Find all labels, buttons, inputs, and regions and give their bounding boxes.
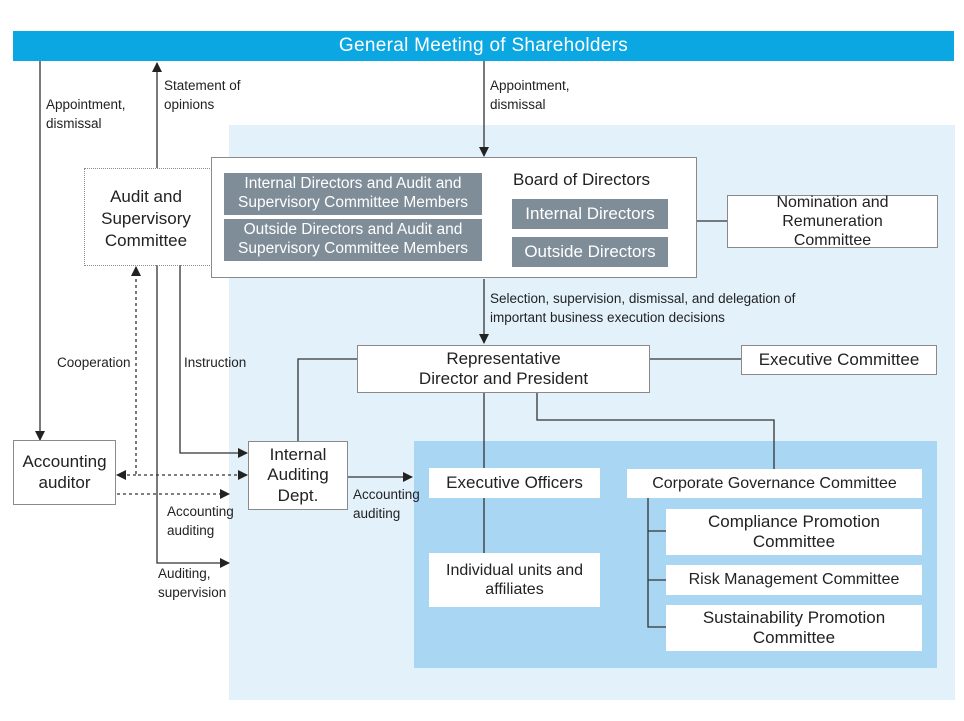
- accounting-auditor-box: Accounting auditor: [13, 440, 116, 505]
- statement-of-opinions-label: Statement of opinions: [164, 78, 241, 112]
- governance-committee-box: Corporate Governance Committee: [627, 469, 922, 498]
- internal-auditing-box: Internal Auditing Dept.: [248, 441, 348, 510]
- appointment-right-label: Appointment, dismissal: [490, 78, 570, 112]
- audit-committee-title: Audit and Supervisory Committee: [101, 187, 191, 251]
- outside-directors-audit-box: Outside Directors and Audit and Supervis…: [224, 219, 482, 261]
- cooperation-arrow: [131, 266, 248, 480]
- units-affiliates-box: Individual units and affiliates: [429, 553, 600, 607]
- board-title: Board of Directors: [513, 170, 650, 189]
- nomination-committee-box: Nomination and Remuneration Committee: [727, 194, 938, 249]
- appointment-left-label: Appointment, dismissal: [46, 97, 126, 131]
- cooperation-label: Cooperation: [57, 355, 131, 370]
- risk-committee-box: Risk Management Committee: [666, 565, 922, 595]
- auditing-supervision-label: Auditing, supervision: [158, 566, 227, 600]
- executive-committee-box: Executive Committee: [741, 345, 937, 375]
- accounting-auditing-label-1: Accounting auditing: [167, 504, 234, 538]
- selection-label: Selection, supervision, dismissal, and d…: [490, 291, 796, 325]
- internal-directors-audit-box: Internal Directors and Audit and Supervi…: [224, 173, 482, 215]
- executive-officers-box: Executive Officers: [429, 468, 600, 498]
- internal-directors-box: Internal Directors: [512, 199, 668, 229]
- compliance-committee-box: Compliance Promotion Committee: [666, 509, 922, 555]
- general-meeting-banner: General Meeting of Shareholders: [13, 31, 954, 61]
- accounting-auditing-label-2: Accounting auditing: [353, 487, 420, 521]
- representative-director-box: Representative Director and President: [357, 345, 650, 393]
- rep-audit-line: [297, 358, 357, 441]
- instruction-label: Instruction: [184, 355, 247, 370]
- governance-tree: [647, 498, 666, 628]
- sustainability-committee-box: Sustainability Promotion Committee: [666, 605, 922, 651]
- outside-directors-box: Outside Directors: [512, 237, 668, 267]
- rep-governance-line: [536, 393, 775, 469]
